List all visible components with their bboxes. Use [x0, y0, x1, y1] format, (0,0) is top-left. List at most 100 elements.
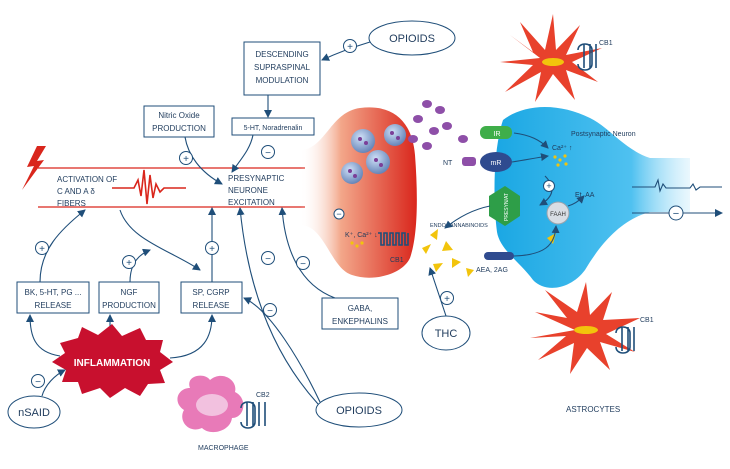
arrow-fibers-sp [119, 209, 201, 271]
opioids-top-label: OPIOIDS [389, 33, 435, 45]
aea-label: AEA, 2AG [476, 267, 508, 274]
sp-cgrp-box [180, 281, 243, 314]
ca-label: Ca²⁺ ↑ [552, 145, 572, 152]
ir-label: IR [494, 131, 501, 138]
opioids-bottom-ellipse [315, 392, 403, 428]
cb1-synapse-label: CB1 [390, 257, 404, 264]
descending-line-2: SUPRASPINAL [254, 63, 311, 72]
no-line-1: Nitric Oxide [158, 111, 200, 120]
arrow-mr-ca [511, 153, 549, 163]
arrow-bk-activation [39, 209, 86, 283]
descending-line-3: MODULATION [256, 76, 309, 85]
plus-sign: + [183, 154, 189, 165]
arrow-inflammation-sp [169, 314, 216, 359]
arrow-opioids-presyn [236, 207, 319, 405]
opioids-top-ellipse [368, 20, 456, 56]
faah-label: FAAH [550, 212, 566, 218]
plus-sign: + [39, 244, 45, 255]
presynaptic-line-3: EXCITATION [228, 198, 275, 207]
thc-label: THC [435, 328, 458, 340]
enzyme-label: PRESYN/AT [504, 193, 510, 221]
arrow-faah-etaa [567, 195, 585, 207]
descending-modulation-box [243, 41, 321, 96]
gaba-line-1: GABA, [348, 304, 372, 313]
enzyme-hexagon [489, 186, 520, 226]
plus-sign: + [209, 244, 215, 255]
activation-line-1: ACTIVATION OF [57, 175, 117, 184]
astrocyte-top [500, 14, 602, 102]
minus-sign: − [265, 148, 271, 159]
arrow-inflammation-bk [26, 314, 61, 357]
inflammation-label: INFLAMMATION [74, 358, 150, 369]
nsaid-ellipse [7, 395, 61, 429]
vesicle [366, 150, 390, 174]
bk-line-1: BK, 5-HT, PG ... [25, 288, 82, 297]
cb1-receptor-top [577, 43, 597, 71]
arrow-5ht-presyn [231, 134, 254, 173]
neurotransmitter-molecules [408, 100, 468, 150]
cb2-receptor [240, 401, 266, 429]
nt-label: NT [443, 160, 453, 167]
vesicle [341, 162, 363, 184]
plus-sign: + [444, 294, 450, 305]
cb2-label: CB2 [256, 392, 270, 399]
ngf-line-2: PRODUCTION [102, 301, 156, 310]
postsynaptic-label: Postsynaptic Neuron [571, 131, 636, 138]
sp-line-1: SP, CGRP [192, 288, 229, 297]
gaba-box [321, 297, 399, 330]
opioids-bottom-label: OPIOIDS [336, 405, 382, 417]
arrow-nsaid-inflammation [41, 369, 66, 397]
ht-nor-text: 5-HT, Noradrenalin [244, 125, 303, 132]
ngf-box [98, 281, 160, 314]
arrow-no-presyn [184, 136, 223, 185]
minus-sign: − [267, 306, 273, 317]
et-aa-label: Et, AA [575, 192, 595, 199]
presynaptic-line-2: NEURONE [228, 186, 268, 195]
svg-text:−: − [673, 208, 679, 220]
plus-sign: + [546, 181, 551, 191]
minus-sign: − [265, 254, 271, 265]
ir-receptor [480, 126, 512, 139]
cb1-top-label: CB1 [599, 40, 613, 47]
minus-sign: − [300, 259, 306, 270]
transporter [484, 252, 514, 260]
arrow-transporter-faah [513, 225, 560, 257]
ngf-line-1: NGF [121, 288, 138, 297]
nitric-oxide-box [143, 105, 215, 138]
lightning-icon [22, 146, 46, 190]
arrow-ngf-branch [129, 248, 151, 283]
arrow-ir-ca [513, 132, 549, 149]
output-trace [632, 178, 722, 193]
endocannabinoid-molecules [422, 229, 474, 277]
bk-release-box [16, 281, 90, 314]
postsynaptic-neuron [494, 106, 690, 288]
inflammation-burst [52, 324, 173, 398]
k-ca-label: K⁺, Ca²⁺ ↓ [345, 232, 378, 239]
minus-circle [668, 205, 684, 221]
vesicle [351, 129, 375, 153]
arrow-opioids-sp [243, 297, 321, 403]
presynaptic-line-1: PRESYNAPTIC [228, 174, 285, 183]
plus-sign: + [126, 258, 132, 269]
nsaid-label: nSAID [18, 407, 50, 419]
ht-noradrenalin-box [231, 117, 315, 136]
activation-line-3: FIBERS [57, 199, 86, 208]
mr-label: mR [491, 160, 502, 167]
bk-line-2: RELEASE [35, 301, 72, 310]
arrow-enzyme-endo [444, 205, 491, 229]
action-potential-trace [112, 169, 186, 205]
astrocytes-label: ASTROCYTES [566, 405, 620, 414]
cb1-receptor-synapse [378, 232, 409, 246]
plus-sign: + [347, 42, 353, 53]
activation-line-2: C AND A δ [57, 187, 95, 196]
arrow-opioids-descending [321, 41, 371, 61]
minus-circle [333, 208, 345, 220]
vesicle [384, 124, 406, 146]
cb1-receptor-astro [615, 326, 635, 354]
gaba-line-2: ENKEPHALINS [332, 317, 388, 326]
descending-line-1: DESCENDING [255, 50, 308, 59]
sp-line-2: RELEASE [193, 301, 230, 310]
cb1-astro-label: CB1 [640, 317, 654, 324]
sign-markers: + − + + + + − − − + − + [31, 39, 555, 388]
